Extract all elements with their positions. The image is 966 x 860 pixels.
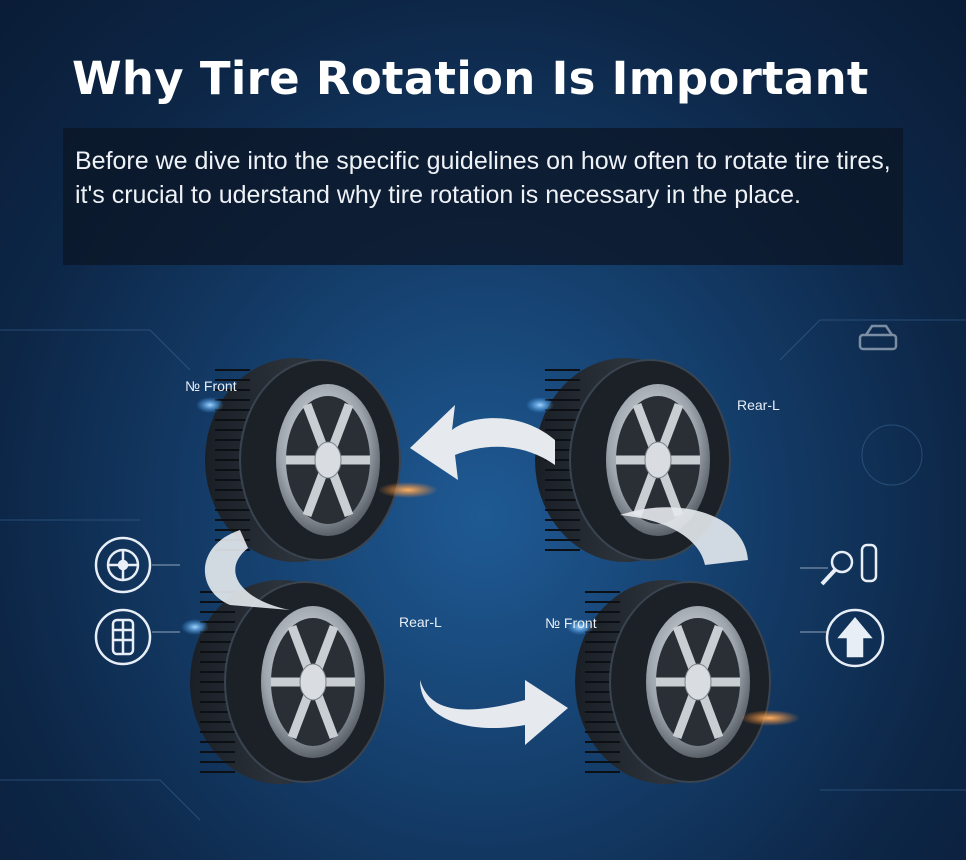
tire-bottom-left (181, 580, 386, 784)
blue-glow (196, 397, 224, 413)
arrow-left (204, 530, 290, 610)
page-title: Why Tire Rotation Is Important (72, 52, 869, 105)
rotation-arrows (204, 405, 748, 745)
orange-glow (378, 482, 438, 498)
car-icon (858, 324, 898, 351)
blue-glow (181, 619, 209, 635)
magnifier-tire-icon (820, 543, 878, 586)
wheel-icon (94, 536, 152, 594)
circuit-lines (0, 319, 966, 821)
label-top-left: № Front (185, 378, 237, 394)
tire-bottom-right (566, 580, 771, 784)
tire-tread-icon (94, 608, 152, 666)
up-arrow-icon (825, 608, 885, 668)
label-bottom-left: Rear-L (399, 614, 442, 630)
blue-glow (526, 397, 554, 413)
orange-glow (740, 710, 800, 726)
arrow-bottom (420, 680, 568, 745)
label-bottom-right: № Front (545, 615, 597, 631)
arrow-right (620, 507, 748, 565)
label-top-right: Rear-L (737, 397, 780, 413)
blue-glow (566, 619, 594, 635)
arrow-top (410, 405, 555, 480)
intro-box: Before we dive into the specific guideli… (63, 128, 903, 265)
intro-text: Before we dive into the specific guideli… (75, 147, 891, 209)
tire-top-left (196, 358, 401, 562)
